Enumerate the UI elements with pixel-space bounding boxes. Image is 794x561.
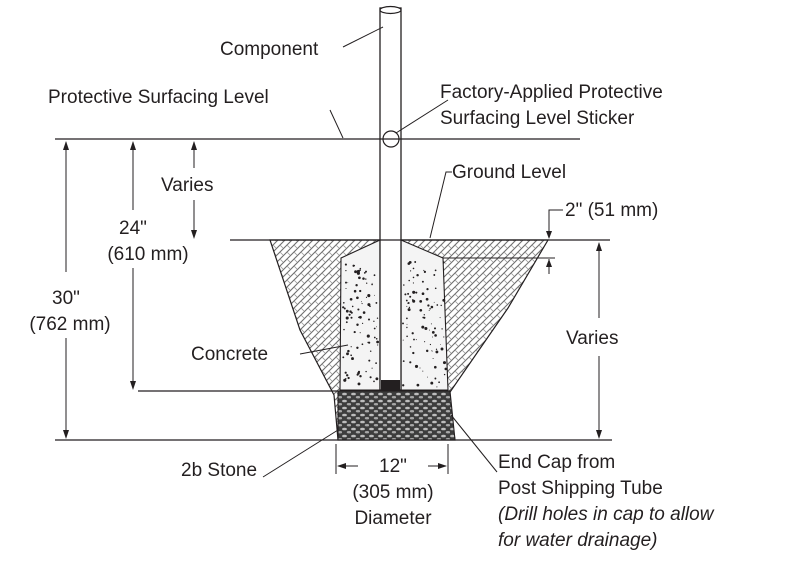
component-label: Component (220, 39, 319, 60)
sticker-label-line1: Factory-Applied Protective (440, 82, 663, 103)
dim-30-mm-label: (762 mm) (29, 314, 110, 335)
ground-level-label: Ground Level (452, 162, 566, 183)
drill-note-line1: (Drill holes in cap to allow (498, 504, 715, 525)
sticker-label-line2: Surfacing Level Sticker (440, 108, 635, 129)
leader-lines (262, 26, 498, 478)
dim-12-mm-label: (305 mm) (352, 482, 433, 503)
dim-24-label: 24" (119, 218, 147, 239)
end-cap-label-line1: End Cap from (498, 452, 615, 473)
post (379, 5, 402, 391)
varies-right-label: Varies (566, 328, 618, 349)
dim-varies-top-arrow (191, 141, 197, 239)
dim-varies-right-arrow (596, 242, 602, 439)
surfacing-level-label: Protective Surfacing Level (48, 87, 269, 108)
dim-24-arrow (130, 141, 136, 390)
dim-24-mm-label: (610 mm) (107, 244, 188, 265)
dim-12-arrow (335, 444, 449, 474)
varies-top-label: Varies (161, 175, 213, 196)
dim-12-label: 12" (379, 456, 407, 477)
concrete-region (339, 239, 449, 391)
dim-30-arrow (63, 141, 69, 439)
diameter-label: Diameter (354, 508, 432, 529)
end-cap-label-line2: Post Shipping Tube (498, 478, 663, 499)
stone-label: 2b Stone (181, 460, 257, 481)
dim-30-label: 30" (52, 288, 80, 309)
two-inch-label: 2" (51 mm) (565, 200, 658, 221)
concrete-label: Concrete (191, 344, 268, 365)
drill-note-line2: for water drainage) (498, 530, 657, 551)
stone-region (337, 390, 456, 441)
dim-2-arrow (546, 209, 563, 274)
